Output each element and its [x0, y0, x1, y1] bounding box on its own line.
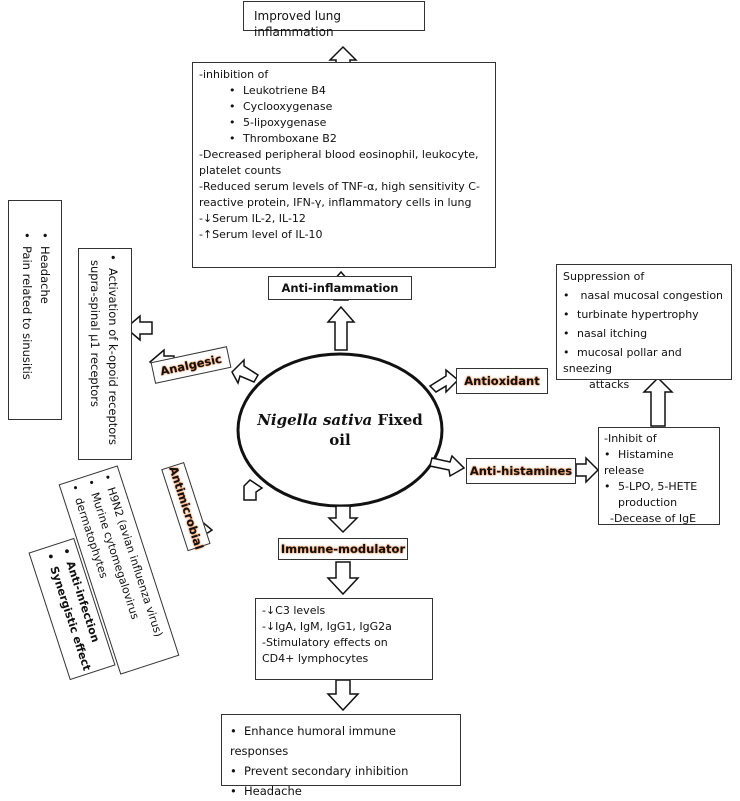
inflammation-bullet-text: Cyclooxygenase	[243, 100, 333, 113]
arrow-right-antioxidant	[428, 368, 460, 394]
arrow-right-antihistamines	[429, 454, 466, 478]
center-label: Nigella sativa Fixed oil	[248, 410, 432, 450]
bottom-bullet-text: Headache	[244, 784, 302, 798]
analgesic-bullet: Activation of k-opoid receptors	[104, 254, 122, 445]
suppression-bullet: nasal itching	[563, 326, 725, 342]
arrow-left-analgesic	[231, 358, 260, 385]
inflammation-bullet: 5-lipoxygenase	[199, 115, 489, 131]
arrow-down-bottom	[326, 679, 360, 712]
histamine-bullet-text: 5-LPO, 5-HETE	[618, 480, 698, 493]
bottom-bullet-text: Enhance humoral immune responses	[230, 724, 396, 758]
antioxidant-text: Antioxidant	[464, 374, 540, 388]
immune-line: -↓C3 levels	[262, 604, 326, 617]
bullet-dot	[20, 232, 34, 246]
center-name-rest: Fixed	[377, 411, 423, 429]
suppression-bullet-text: turbinate hypertrophy	[577, 308, 699, 321]
inflammation-line: -Reduced serum levels of TNF-α, high sen…	[199, 180, 480, 193]
inflammation-bullet-text: Thromboxane B2	[243, 132, 337, 145]
analgesic-box	[78, 248, 132, 460]
suppression-title: Suppression of	[563, 270, 645, 283]
bottom-bullet: Prevent secondary inhibition	[230, 761, 452, 781]
bottom-bullet: Enhance humoral immune responses	[230, 721, 452, 761]
inflammation-bullet: Thromboxane B2	[199, 131, 489, 147]
arrow-downleft-antimicrobial	[243, 479, 264, 501]
pain-bullet-text: Headache	[38, 246, 52, 304]
antihistamines-label: Anti-histamines	[466, 458, 576, 484]
bullet-dot	[229, 116, 243, 129]
arrow-up-anti-inflammation	[326, 305, 356, 351]
immune-line: -↓IgA, IgM, IgG1, IgG2a	[262, 620, 392, 633]
bullet-dot	[230, 764, 244, 778]
bullet-dot	[106, 254, 120, 268]
inflammation-bullet: Leukotriene B4	[199, 83, 489, 99]
histamine-continuation: production	[618, 496, 678, 509]
histamine-bullet: 5-LPO, 5-HETE	[604, 479, 714, 495]
suppression-bullet: mucosal pollar and sneezing	[563, 345, 725, 377]
bullet-dot	[230, 724, 244, 738]
bottom-bullet: Headache	[230, 781, 452, 801]
bullet-dot	[229, 132, 243, 145]
suppression-bullet: nasal mucosal congestion	[563, 288, 725, 304]
inflammation-line: reactive protein, IFN-γ, inflammatory ce…	[199, 196, 472, 209]
inflammation-line: -↑Serum level of IL-10	[199, 228, 323, 241]
immune-line: CD4+ lymphocytes	[262, 652, 369, 665]
antioxidant-label: Antioxidant	[456, 368, 548, 394]
bullet-dot	[563, 289, 577, 302]
immune-box: -↓C3 levels -↓IgA, IgM, IgG1, IgG2a -Sti…	[255, 598, 433, 680]
analgesic-line2: supra-spinal μ1 receptors	[88, 260, 102, 407]
histamine-bullet-text: Histamine release	[604, 448, 674, 477]
inflammation-bullet: Cyclooxygenase	[199, 99, 489, 115]
anti-inflammation-label: Anti-inflammation	[268, 276, 412, 300]
center-line2: oil	[329, 431, 351, 449]
immune-modulator-label: Immune-modulator	[278, 538, 408, 560]
suppression-bullet-text: nasal itching	[577, 327, 648, 340]
bullet-dot	[229, 100, 243, 113]
top-box-title: Improved lung inflammation	[254, 9, 341, 39]
top-box: Improved lung inflammation	[243, 1, 425, 39]
analgesic-box-text: Activation of k-opoid receptors supra-sp…	[86, 254, 122, 445]
pain-bullet: Pain related to sinusitis	[18, 232, 36, 380]
suppression-bullet-text: nasal mucosal congestion	[580, 289, 724, 302]
immune-modulator-text: Immune-modulator	[280, 542, 406, 556]
bullet-dot	[230, 784, 244, 798]
anti-inflammation-text: Anti-inflammation	[281, 281, 399, 295]
bullet-dot	[563, 346, 577, 359]
bullet-dot	[604, 448, 618, 461]
pain-box-text: Headache Pain related to sinusitis	[18, 232, 54, 380]
inflammation-intro: -inhibition of	[199, 68, 269, 81]
antihistamines-text: Anti-histamines	[469, 464, 573, 478]
histamine-intro: -Inhibit of	[604, 432, 657, 445]
inflammation-line: -↓Serum IL-2, IL-12	[199, 212, 306, 225]
bullet-dot	[563, 327, 577, 340]
inflammation-line: platelet counts	[199, 164, 282, 177]
immune-line: -Stimulatory effects on	[262, 636, 388, 649]
histamine-bullet: Histamine release	[604, 447, 714, 479]
arrow-down-immune	[327, 505, 359, 534]
suppression-box: Suppression of nasal mucosal congestion …	[556, 264, 732, 391]
histamine-box: -Inhibit of Histamine release 5-LPO, 5-H…	[598, 427, 720, 525]
inflammation-bullet-text: Leukotriene B4	[243, 84, 326, 97]
inflammation-box: -inhibition of Leukotriene B4 Cyclooxyge…	[192, 62, 496, 268]
analgesic-bullet-text: Activation of k-opoid receptors	[106, 268, 120, 446]
arrow-right-histamine	[575, 456, 600, 484]
bullet-dot	[229, 84, 243, 97]
bullet-dot	[563, 308, 577, 321]
suppression-bullet: turbinate hypertrophy	[563, 307, 725, 323]
bullet-dot	[604, 480, 618, 493]
suppression-continuation: attacks	[589, 378, 630, 391]
histamine-tail: -Decease of IgE	[610, 512, 697, 525]
bottom-bullet-text: Prevent secondary inhibition	[244, 764, 409, 778]
center-name-italic: Nigella sativa	[257, 411, 373, 429]
suppression-bullet-text: mucosal pollar and sneezing	[563, 346, 682, 375]
inflammation-line: -Decreased peripheral blood eosinophil, …	[199, 148, 479, 161]
arrow-up-suppression	[642, 376, 674, 427]
arrow-down-immune-box	[326, 561, 360, 596]
bottom-box: Enhance humoral immune responses Prevent…	[221, 714, 461, 798]
pain-bullet-text: Pain related to sinusitis	[20, 246, 34, 380]
pain-bullet: Headache	[36, 232, 54, 380]
bullet-dot	[38, 232, 52, 246]
inflammation-bullet-text: 5-lipoxygenase	[243, 116, 327, 129]
